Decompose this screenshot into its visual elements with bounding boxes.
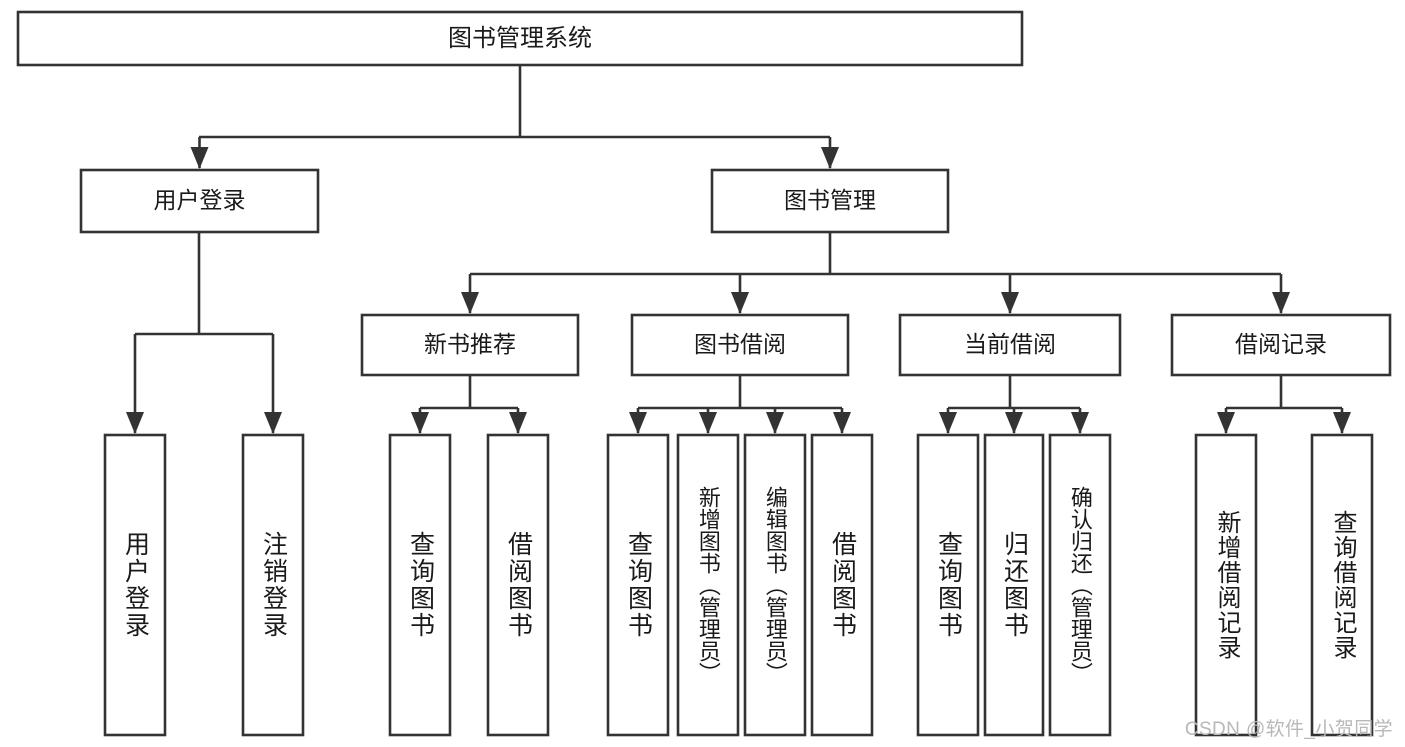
arrow-head-icon-user-login [190,147,209,169]
node-box-current-borrow[interactable] [898,313,1122,377]
arrow-head-icon-leaf-borrow-book-rec [509,412,527,434]
node-leaf-query-book-rec[interactable] [388,433,452,737]
node-leaf-query-borrow-record[interactable] [1310,433,1374,737]
node-user-login[interactable] [79,168,320,234]
node-box-leaf-confirm-return-admin[interactable] [1048,433,1112,737]
node-leaf-logout-login[interactable] [241,433,305,737]
node-box-leaf-return-book[interactable] [983,433,1045,737]
node-box-leaf-query-book-rec[interactable] [388,433,452,737]
node-box-leaf-borrow-book[interactable] [810,433,874,737]
node-box-user-login[interactable] [79,168,320,234]
node-leaf-add-borrow-record[interactable] [1194,433,1258,737]
watermark-text: CSDN @软件_小贺同学 [1184,719,1393,740]
node-box-leaf-query-book-current[interactable] [916,433,980,737]
arrow-head-icon-book-manage [821,147,839,169]
node-box-leaf-add-borrow-record[interactable] [1194,433,1258,737]
arrow-head-icon-leaf-query-book-current [939,412,957,434]
arrow-head-icon-leaf-return-book [1005,412,1023,434]
connectors-layer [126,65,1351,434]
node-root[interactable] [16,10,1024,67]
node-leaf-edit-book-admin[interactable] [743,433,807,737]
node-new-book-recommend[interactable] [360,313,580,377]
node-label-borrow-record: 借阅记录 [1235,331,1327,357]
arrow-head-icon-leaf-add-book-admin [699,412,717,434]
arrow-head-icon-leaf-borrow-book [833,412,851,434]
node-leaf-confirm-return-admin[interactable] [1048,433,1112,737]
arrow-head-icon-leaf-add-borrow-record [1217,412,1235,434]
node-box-leaf-borrow-book-rec[interactable] [486,433,550,737]
node-leaf-borrow-book[interactable] [810,433,874,737]
arrow-head-icon-new-book-recommend [461,292,479,314]
node-label-book-borrow: 图书借阅 [694,331,786,357]
node-leaf-query-book-borrow[interactable] [606,433,670,737]
node-book-borrow[interactable] [630,313,850,377]
node-box-borrow-record[interactable] [1170,313,1392,377]
node-box-root[interactable] [16,10,1024,67]
node-current-borrow[interactable] [898,313,1122,377]
arrow-head-icon-leaf-query-book-borrow [629,412,647,434]
node-box-leaf-query-book-borrow[interactable] [606,433,670,737]
node-label-book-manage: 图书管理 [784,187,876,213]
node-label-root: 图书管理系统 [448,25,592,52]
arrow-head-icon-borrow-record [1272,292,1290,314]
arrow-head-icon-leaf-query-book-rec [411,412,429,434]
node-box-leaf-edit-book-admin[interactable] [743,433,807,737]
node-box-book-manage[interactable] [710,168,950,234]
node-leaf-add-book-admin[interactable] [676,433,740,737]
node-box-new-book-recommend[interactable] [360,313,580,377]
arrow-head-icon-leaf-user-login [126,412,144,434]
node-leaf-borrow-book-rec[interactable] [486,433,550,737]
node-leaf-user-login[interactable] [103,433,167,737]
arrow-head-icon-leaf-logout-login [264,412,282,434]
arrow-head-icon-leaf-query-borrow-record [1333,412,1351,434]
node-box-book-borrow[interactable] [630,313,850,377]
node-box-leaf-query-borrow-record[interactable] [1310,433,1374,737]
arrow-head-icon-leaf-edit-book-admin [766,412,784,434]
node-book-manage[interactable] [710,168,950,234]
node-leaf-return-book[interactable] [983,433,1045,737]
node-label-new-book-recommend: 新书推荐 [424,331,516,357]
node-label-current-borrow: 当前借阅 [964,331,1056,357]
arrow-head-icon-book-borrow [731,292,749,314]
node-box-leaf-user-login[interactable] [103,433,167,737]
node-label-user-login: 用户登录 [154,187,246,213]
node-box-leaf-logout-login[interactable] [241,433,305,737]
node-borrow-record[interactable] [1170,313,1392,377]
arrow-head-icon-current-borrow [1001,292,1019,314]
node-box-leaf-add-book-admin[interactable] [676,433,740,737]
node-leaf-query-book-current[interactable] [916,433,980,737]
node-boxes-layer [16,10,1392,737]
arrow-head-icon-leaf-confirm-return-admin [1071,412,1089,434]
